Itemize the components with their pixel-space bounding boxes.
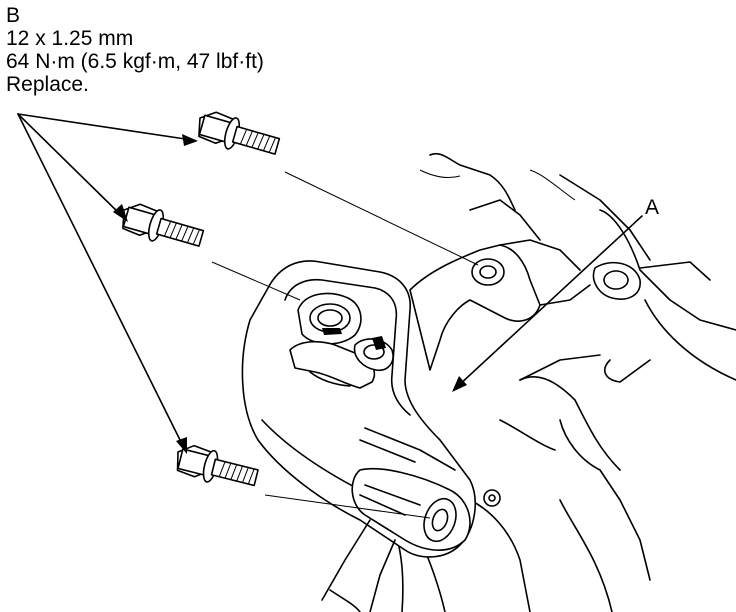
callout-b-label: B 12 x 1.25 mm 64 N·m (6.5 kgf·m, 47 lbf… <box>6 4 264 96</box>
replace-note-text: Replace. <box>6 73 89 96</box>
bolt-size-text: 12 x 1.25 mm <box>6 27 134 50</box>
flange-bolt-icon <box>176 444 259 487</box>
torque-spec-text: 64 N·m (6.5 kgf·m, 47 lbf·ft) <box>6 50 264 73</box>
callout-a-leader <box>452 215 643 392</box>
engine-mount-bracket <box>241 260 476 612</box>
callout-b-letter: B <box>6 4 21 27</box>
guide-lines <box>211 171 479 519</box>
callout-a-letter: A <box>645 196 660 219</box>
flange-bolt-icon <box>122 203 205 247</box>
mount-arm <box>409 239 591 371</box>
flange-bolt-icon <box>198 111 281 155</box>
callout-b-leaders <box>17 113 198 454</box>
